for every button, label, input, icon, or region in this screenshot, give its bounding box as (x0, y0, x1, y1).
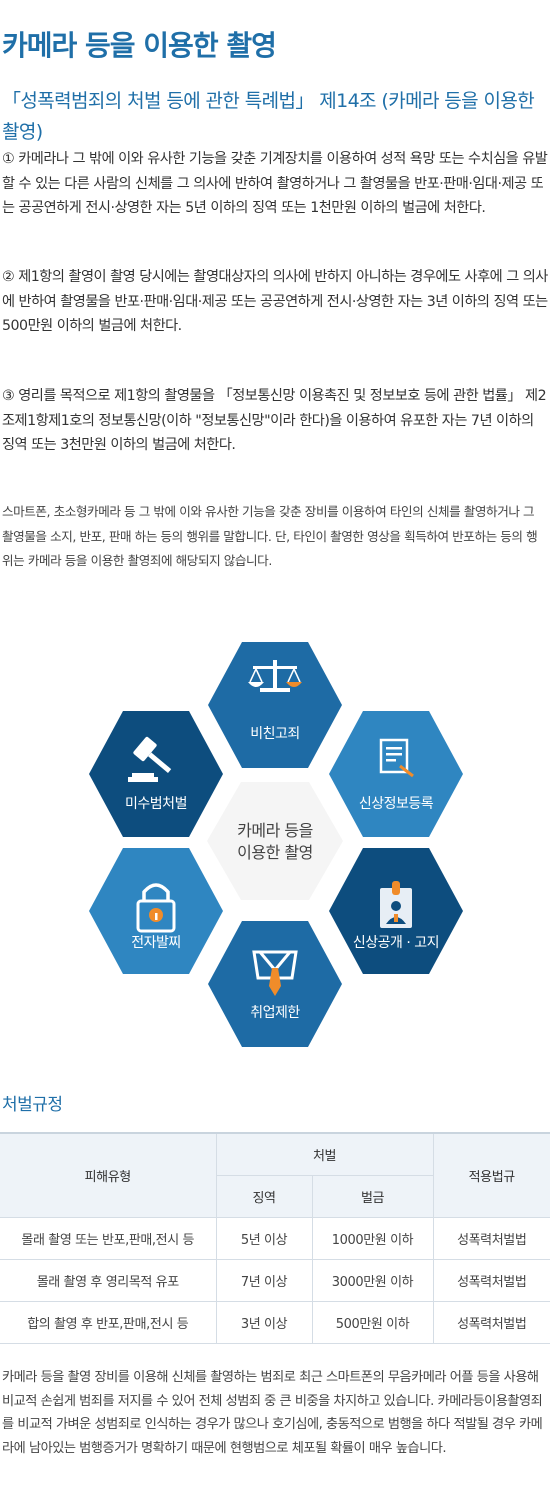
cell-prison: 7년 이상 (215, 1259, 312, 1302)
table-row: 몰래 촬영 또는 반포,판매,전시 등 5년 이상 1000만원 이하 성폭력처… (0, 1217, 550, 1260)
cell-law: 성폭력처벌법 (432, 1301, 550, 1344)
cell-prison: 3년 이상 (215, 1301, 312, 1344)
hex-label-upper-right: 신상정보등록 (358, 796, 434, 812)
cell-type: 몰래 촬영 후 영리목적 유포 (0, 1259, 216, 1302)
center-label: 카메라 등을 이용한 촬영 (207, 820, 343, 864)
law-clause-2: ② 제1항의 촬영이 촬영 당시에는 촬영대상자의 의사에 반하지 아니하는 경… (2, 269, 548, 334)
padlock-icon (136, 883, 176, 933)
section-title-penalty: 처벌규정 (2, 1095, 63, 1115)
header-punishment: 처벌 (215, 1132, 433, 1176)
cell-law: 성폭력처벌법 (432, 1217, 550, 1260)
hex-label-lower-left: 전자발찌 (131, 935, 181, 951)
cell-law: 성폭력처벌법 (432, 1259, 550, 1302)
cell-fine: 500만원 이하 (311, 1301, 433, 1344)
law-clause-3: ③ 영리를 목적으로 제1항의 촬영물을 「정보통신망 이용촉진 및 정보보호 … (2, 388, 547, 453)
header-applicable-law: 적용법규 (432, 1132, 550, 1218)
cell-fine: 1000만원 이하 (311, 1217, 433, 1260)
table-row: 몰래 촬영 후 영리목적 유포 7년 이상 3000만원 이하 성폭력처벌법 (0, 1259, 550, 1302)
hex-top (208, 642, 342, 768)
law-article-title: 「성폭력범죄의 처벌 등에 관한 특례법」 제14조 (카메라 등을 이용한 촬… (2, 90, 535, 143)
header-damage-type: 피해유형 (0, 1132, 216, 1218)
header-fine: 벌금 (311, 1174, 433, 1218)
suit-tie-icon (252, 950, 298, 996)
hex-upper-left (89, 711, 223, 837)
cell-type: 몰래 촬영 또는 반포,판매,전시 등 (0, 1217, 216, 1260)
header-prison: 징역 (215, 1174, 312, 1218)
document-pen-icon (379, 738, 414, 778)
gavel-icon (128, 736, 172, 782)
table-subheader-row: 징역 벌금 (0, 1174, 550, 1218)
hex-upper-right (329, 711, 463, 837)
cell-prison: 5년 이상 (215, 1217, 312, 1260)
hex-label-bottom: 취업제한 (250, 1005, 300, 1021)
cell-fine: 3000만원 이하 (311, 1259, 433, 1302)
hex-label-upper-left: 미수범처벌 (125, 796, 187, 812)
hex-label-top: 비친고죄 (250, 726, 300, 742)
page-title: 카메라 등을 이용한 촬영 (2, 29, 277, 62)
id-badge-icon (380, 881, 412, 928)
center-label-line2: 이용한 촬영 (237, 843, 313, 862)
law-clause-1: ① 카메라나 그 밖에 이와 유사한 기능을 갖춘 기계장치를 이용하여 성적 … (2, 151, 548, 216)
hex-label-lower-right: 신상공개 · 고지 (352, 935, 440, 951)
footer-explanation: 카메라 등을 촬영 장비를 이용해 신체를 촬영하는 범죄로 최근 스마트폰의 … (2, 1370, 543, 1456)
center-hexagon (207, 782, 343, 900)
penalty-hex-diagram: 비친고죄 신상정보등록 신상공개 · 고지 취업제한 전자발찌 미수범처벌 카메… (0, 630, 550, 1060)
crime-description: 스마트폰, 초소형카메라 등 그 밖에 이와 유사한 기능을 갖춘 장비를 이용… (2, 504, 538, 568)
scales-icon (248, 660, 302, 692)
cell-type: 합의 촬영 후 반포,판매,전시 등 (0, 1301, 216, 1344)
penalty-table: 피해유형 처벌 적용법규 징역 벌금 몰래 촬영 또는 반포,판매,전시 등 5… (0, 1132, 550, 1344)
hex-diagram-shapes (89, 642, 463, 1047)
center-label-line1: 카메라 등을 (237, 821, 313, 840)
table-header-row: 피해유형 처벌 적용법규 (0, 1132, 550, 1218)
table-row: 합의 촬영 후 반포,판매,전시 등 3년 이상 500만원 이하 성폭력처벌법 (0, 1301, 550, 1344)
